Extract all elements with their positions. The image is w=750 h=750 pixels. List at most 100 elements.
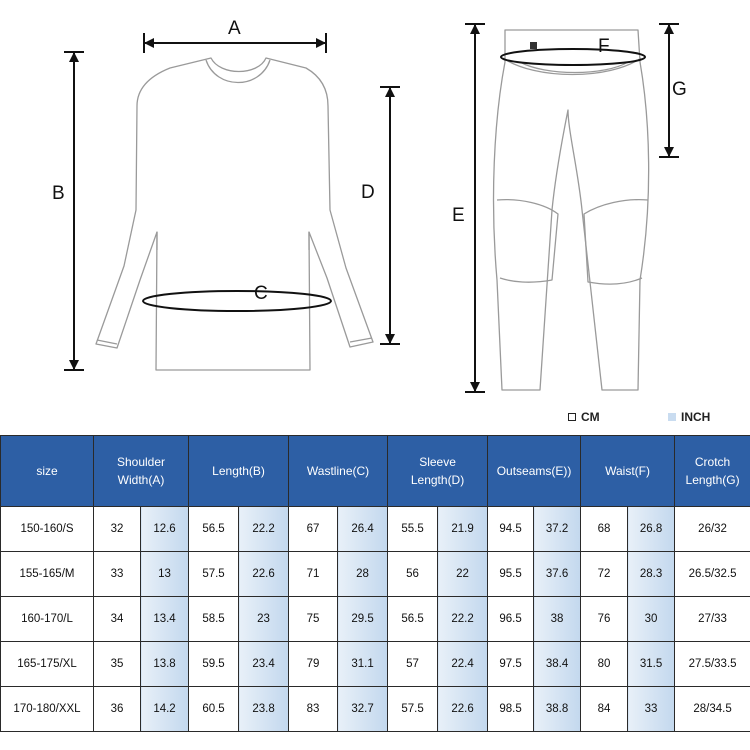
inch-cell: 29.5	[337, 596, 389, 642]
size-cell: 170-180/XXL	[0, 686, 94, 732]
cm-cell: 27.5/33.5	[674, 641, 750, 687]
cm-cell: 56.5	[188, 506, 240, 552]
inch-cell: 38.4	[533, 641, 582, 687]
cm-cell: 96.5	[487, 596, 535, 642]
label-f: F	[598, 36, 610, 57]
cm-cell: 84	[580, 686, 629, 732]
header-size: size	[0, 435, 94, 507]
cm-cell: 26.5/32.5	[674, 551, 750, 597]
cm-cell: 36	[93, 686, 141, 732]
inch-cell: 38.8	[533, 686, 582, 732]
label-d: D	[361, 182, 375, 203]
inch-cell: 26.4	[337, 506, 389, 552]
cm-cell: 56.5	[387, 596, 439, 642]
size-cell: 150-160/S	[0, 506, 94, 552]
inch-cell: 22.2	[238, 506, 290, 552]
cm-cell: 55.5	[387, 506, 439, 552]
cm-cell: 28/34.5	[674, 686, 750, 732]
inch-cell: 37.2	[533, 506, 582, 552]
cm-cell: 34	[93, 596, 141, 642]
cm-cell: 75	[288, 596, 339, 642]
inch-cell: 23.4	[238, 641, 290, 687]
cm-cell: 57	[387, 641, 439, 687]
cm-cell: 76	[580, 596, 629, 642]
cm-cell: 68	[580, 506, 629, 552]
label-g: G	[672, 79, 687, 100]
cm-cell: 58.5	[188, 596, 240, 642]
header-outseams: Outseams(E))	[487, 435, 582, 507]
label-e: E	[452, 205, 465, 226]
cm-cell: 83	[288, 686, 339, 732]
cm-cell: 60.5	[188, 686, 240, 732]
inch-cell: 13.4	[139, 596, 190, 642]
inch-cell: 28	[337, 551, 389, 597]
inch-cell: 23	[238, 596, 290, 642]
measurement-lines	[64, 23, 679, 393]
pants-outline	[492, 29, 650, 391]
inch-cell: 37.6	[533, 551, 582, 597]
cm-cell: 56	[387, 551, 439, 597]
header-length: Length(B)	[188, 435, 290, 507]
inch-cell: 28.3	[627, 551, 676, 597]
cm-cell: 97.5	[487, 641, 535, 687]
legend-inch: INCH	[668, 410, 710, 424]
inch-cell: 22.4	[437, 641, 489, 687]
size-cell: 155-165/M	[0, 551, 94, 597]
cm-cell: 67	[288, 506, 339, 552]
cm-cell: 26/32	[674, 506, 750, 552]
cm-cell: 59.5	[188, 641, 240, 687]
label-b: B	[52, 183, 65, 204]
cm-cell: 80	[580, 641, 629, 687]
cm-cell: 57.5	[387, 686, 439, 732]
legend-cm: CM	[568, 410, 600, 424]
size-cell: 160-170/L	[0, 596, 94, 642]
inch-cell: 38	[533, 596, 582, 642]
size-cell: 165-175/XL	[0, 641, 94, 687]
inch-cell: 13	[139, 551, 190, 597]
inch-cell: 26.8	[627, 506, 676, 552]
header-waist: Waist(F)	[580, 435, 676, 507]
legend-cm-label: CM	[581, 410, 600, 424]
measurement-diagram	[64, 23, 679, 393]
inch-cell: 12.6	[139, 506, 190, 552]
inch-cell: 21.9	[437, 506, 489, 552]
inch-cell: 30	[627, 596, 676, 642]
cm-cell: 32	[93, 506, 141, 552]
inch-cell: 22.2	[437, 596, 489, 642]
arrowheads	[69, 24, 674, 392]
cm-cell: 79	[288, 641, 339, 687]
cm-cell: 71	[288, 551, 339, 597]
header-waistline: Wastline(C)	[288, 435, 389, 507]
inch-cell: 14.2	[139, 686, 190, 732]
legend-inch-label: INCH	[681, 410, 711, 424]
cm-cell: 94.5	[487, 506, 535, 552]
shirt-outline	[95, 57, 374, 371]
cm-cell: 95.5	[487, 551, 535, 597]
inch-cell: 13.8	[139, 641, 190, 687]
inch-swatch-icon	[668, 413, 676, 421]
cm-cell: 98.5	[487, 686, 535, 732]
inch-cell: 33	[627, 686, 676, 732]
inch-cell: 22.6	[238, 551, 290, 597]
inch-cell: 22	[437, 551, 489, 597]
cm-swatch-icon	[568, 413, 576, 421]
cm-cell: 57.5	[188, 551, 240, 597]
inch-cell: 23.8	[238, 686, 290, 732]
label-a: A	[228, 18, 241, 39]
inch-cell: 22.6	[437, 686, 489, 732]
cm-cell: 35	[93, 641, 141, 687]
inch-cell: 31.5	[627, 641, 676, 687]
cm-cell: 72	[580, 551, 629, 597]
label-c: C	[254, 283, 268, 304]
